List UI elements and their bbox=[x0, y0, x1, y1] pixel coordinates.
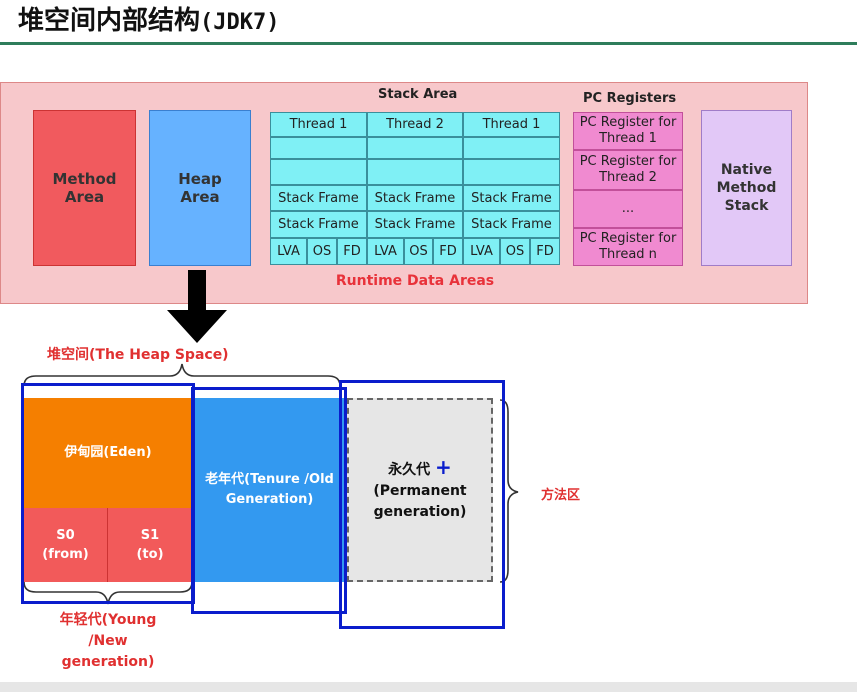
down-arrow-icon bbox=[167, 270, 227, 343]
page-title: 堆空间内部结构(JDK7) bbox=[18, 0, 280, 37]
stack-area-title: Stack Area bbox=[378, 87, 458, 102]
lva-cell: LVA bbox=[463, 238, 500, 265]
s0-label: S0 (from) bbox=[42, 528, 89, 562]
title-rule bbox=[0, 42, 857, 45]
pc-register-ellipsis: ... bbox=[621, 201, 635, 216]
young-brace-icon bbox=[23, 581, 193, 605]
pc-register-label: PC Register for Thread n bbox=[579, 231, 677, 262]
permanent-generation-highlight bbox=[339, 380, 505, 629]
native-method-stack-box: Native Method Stack bbox=[701, 110, 792, 266]
old-generation-region: 老年代(Tenure /Old Generation) bbox=[192, 398, 347, 582]
old-generation-label: 老年代(Tenure /Old Generation) bbox=[205, 472, 334, 507]
heap-brace-icon bbox=[23, 363, 341, 387]
thread-header-2: Thread 2 bbox=[367, 112, 463, 137]
fd-cell: FD bbox=[530, 238, 560, 265]
permanent-generation-subtitle: (Permanent generation) bbox=[373, 483, 467, 520]
stack-slot bbox=[463, 137, 560, 159]
old-generation-highlight bbox=[191, 387, 347, 614]
pc-register-label: PC Register for Thread 1 bbox=[579, 115, 677, 146]
stack-slot bbox=[367, 137, 463, 159]
stack-slot bbox=[463, 159, 560, 185]
method-area-brace-icon bbox=[499, 399, 519, 583]
permanent-generation-region: 永久代 + (Permanent generation) bbox=[347, 398, 493, 582]
fd-cell: FD bbox=[337, 238, 367, 265]
survivor-s1: S1 (to) bbox=[108, 508, 192, 582]
fd-cell: FD bbox=[433, 238, 463, 265]
page-title-text: 堆空间内部结构 bbox=[18, 6, 201, 36]
thread-header-1: Thread 1 bbox=[270, 112, 367, 137]
young-generation-label: 年轻代(Young /New generation) bbox=[59, 612, 157, 670]
heap-area-box: Heap Area bbox=[149, 110, 251, 266]
s1-label: S1 (to) bbox=[136, 528, 164, 562]
footer-bar bbox=[0, 682, 857, 692]
stack-frame-cell: Stack Frame bbox=[270, 185, 367, 211]
pc-register-cell: PC Register for Thread 1 bbox=[573, 112, 683, 150]
pc-register-cell: PC Register for Thread n bbox=[573, 228, 683, 266]
method-area-label: 方法区 bbox=[541, 488, 581, 503]
stack-frame-cell: Stack Frame bbox=[367, 211, 463, 238]
native-method-stack-label: Native Method Stack bbox=[716, 162, 777, 214]
stack-slot bbox=[367, 159, 463, 185]
survivor-s0: S0 (from) bbox=[24, 508, 108, 582]
stack-frame-cell: Stack Frame bbox=[367, 185, 463, 211]
page-title-suffix: (JDK7) bbox=[200, 10, 280, 35]
runtime-data-areas-caption: Runtime Data Areas bbox=[335, 273, 495, 289]
plus-icon: + bbox=[435, 455, 452, 479]
young-generation-highlight bbox=[21, 383, 195, 604]
os-cell: OS bbox=[307, 238, 337, 265]
eden-region: 伊甸园(Eden) bbox=[24, 398, 192, 508]
stack-slot bbox=[270, 159, 367, 185]
method-area-box: Method Area bbox=[33, 110, 136, 266]
method-area-label: Method Area bbox=[52, 170, 117, 206]
pc-register-cell: ... bbox=[573, 190, 683, 228]
lva-cell: LVA bbox=[270, 238, 307, 265]
pc-register-label: PC Register for Thread 2 bbox=[579, 154, 677, 185]
pc-register-cell: PC Register for Thread 2 bbox=[573, 150, 683, 190]
permanent-generation-title: 永久代 bbox=[388, 462, 431, 478]
lva-cell: LVA bbox=[367, 238, 404, 265]
heap-area-label: Heap Area bbox=[178, 170, 222, 206]
heap-space-label: 堆空间(The Heap Space) bbox=[47, 347, 229, 363]
stack-slot bbox=[270, 137, 367, 159]
thread-header-3: Thread 1 bbox=[463, 112, 560, 137]
stack-frame-cell: Stack Frame bbox=[463, 185, 560, 211]
os-cell: OS bbox=[404, 238, 433, 265]
stack-frame-cell: Stack Frame bbox=[463, 211, 560, 238]
stack-frame-cell: Stack Frame bbox=[270, 211, 367, 238]
os-cell: OS bbox=[500, 238, 530, 265]
pc-registers-title: PC Registers bbox=[583, 91, 677, 106]
eden-label: 伊甸园(Eden) bbox=[64, 445, 152, 460]
